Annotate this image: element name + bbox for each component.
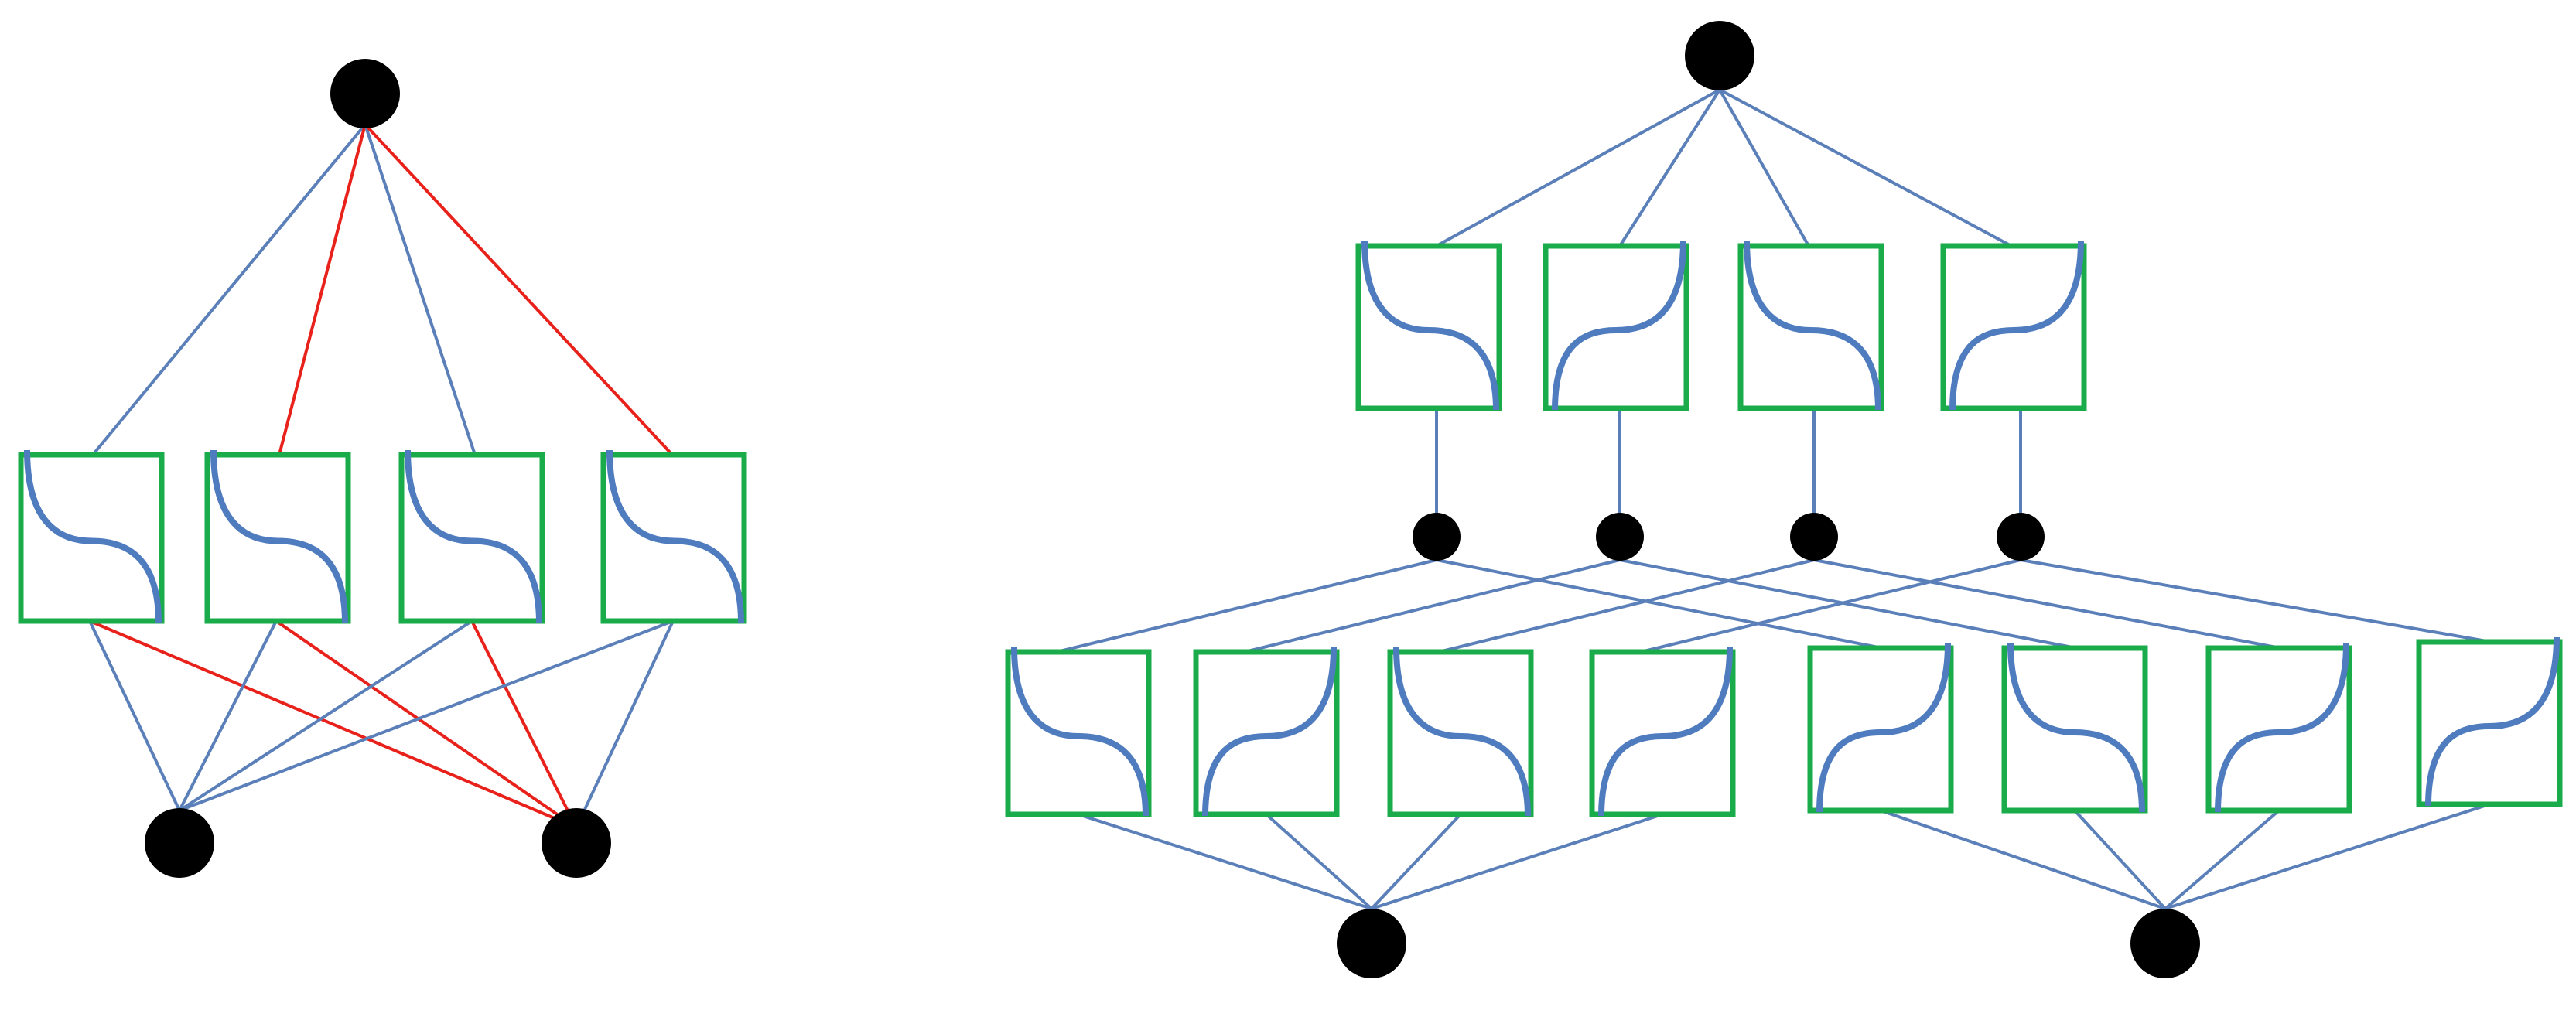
decreasing-sigmoid-curve [1011, 647, 1149, 817]
right-bottom-unit-7 [2416, 636, 2563, 807]
edges-layer [88, 88, 2492, 910]
decreasing-sigmoid-curve [24, 449, 162, 623]
right-bottom-unit-4 [1807, 643, 1954, 814]
left-input-node-0 [145, 808, 214, 878]
decreasing-sigmoid-curve [210, 449, 348, 623]
decreasing-sigmoid-curve [405, 449, 542, 623]
edge-middle-2-to-bottom-2 [1438, 558, 1815, 654]
right-top-unit-2 [1737, 241, 1884, 411]
left-input-node-1 [542, 808, 611, 878]
edge-bottom-4-to-input-1 [1880, 809, 2166, 910]
increasing-sigmoid-curve [1949, 241, 2084, 411]
increasing-sigmoid-curve [1552, 241, 1686, 411]
right-output-node [1685, 21, 1754, 90]
edge-middle-0-to-bottom-0 [1056, 558, 1437, 654]
right-bottom-unit-3 [1589, 647, 1736, 817]
decreasing-sigmoid-curve [1393, 647, 1531, 817]
edge-middle-3-to-bottom-7 [2020, 558, 2492, 643]
edge-unit-0-to-input-1 [89, 619, 577, 829]
increasing-sigmoid-curve [1598, 647, 1733, 817]
edge-bottom-3-to-input-0 [1371, 813, 1663, 910]
right-bottom-unit-1 [1193, 647, 1340, 817]
edge-bottom-7-to-input-1 [2164, 803, 2490, 910]
edge-bottom-5-to-input-1 [2073, 809, 2167, 910]
right-top-unit-0 [1355, 241, 1502, 411]
edge-unit-1-to-input-0 [178, 620, 278, 811]
decreasing-sigmoid-curve [1361, 241, 1499, 411]
edge-middle-1-to-bottom-1 [1244, 558, 1621, 654]
edge-output-to-unit-2 [364, 124, 477, 456]
left-hidden-unit-1 [204, 449, 351, 624]
edge-unit-1-to-input-1 [275, 619, 578, 829]
edge-unit-2-to-input-0 [178, 619, 473, 812]
right-top-unit-3 [1940, 241, 2087, 411]
increasing-sigmoid-curve [2215, 643, 2349, 813]
edge-unit-3-to-input-0 [179, 619, 674, 812]
edge-bottom-0-to-input-0 [1078, 813, 1372, 910]
edge-output-to-unit-1 [278, 124, 367, 456]
edge-right-output-to-unit-1 [1618, 88, 1721, 247]
edge-bottom-1-to-input-0 [1265, 813, 1373, 910]
left-hidden-unit-0 [18, 449, 165, 624]
edge-unit-3-to-input-1 [575, 620, 675, 828]
edge-bottom-6-to-input-1 [2164, 809, 2280, 910]
right-middle-node-3 [1997, 513, 2045, 561]
edge-right-output-to-unit-0 [1436, 88, 1720, 247]
right-top-unit-1 [1543, 241, 1689, 411]
increasing-sigmoid-curve [1816, 643, 1951, 813]
nodes-layer [145, 21, 2200, 978]
edge-middle-2-to-bottom-6 [1813, 558, 2281, 650]
left-output-node [330, 59, 400, 128]
decreasing-sigmoid-curve [606, 449, 744, 623]
right-bottom-unit-6 [2205, 643, 2352, 814]
right-middle-node-0 [1413, 513, 1461, 561]
left-hidden-unit-2 [398, 449, 545, 624]
edge-right-output-to-unit-2 [1718, 89, 1810, 247]
edge-middle-1-to-bottom-5 [1619, 558, 2077, 650]
activation-units-layer [18, 241, 2563, 817]
edge-unit-2-to-input-1 [470, 620, 578, 828]
edge-bottom-2-to-input-0 [1370, 813, 1462, 910]
increasing-sigmoid-curve [2425, 636, 2560, 807]
edge-output-to-unit-0 [91, 123, 367, 456]
right-middle-node-1 [1596, 513, 1644, 561]
edge-output-to-unit-3 [364, 123, 674, 456]
decreasing-sigmoid-curve [1744, 241, 1881, 411]
right-middle-node-2 [1790, 513, 1838, 561]
left-hidden-unit-3 [600, 449, 747, 624]
right-input-node-0 [1337, 909, 1406, 978]
right-input-node-1 [2130, 909, 2200, 978]
right-bottom-unit-2 [1387, 647, 1534, 817]
edge-middle-3-to-bottom-3 [1640, 558, 2021, 654]
right-bottom-unit-5 [2001, 643, 2148, 814]
edge-right-output-to-unit-3 [1719, 88, 2012, 247]
edge-unit-0-to-input-0 [88, 620, 181, 811]
increasing-sigmoid-curve [1202, 647, 1337, 817]
edge-middle-0-to-bottom-4 [1436, 558, 1883, 650]
right-bottom-unit-0 [1005, 647, 1152, 817]
unit-box [1193, 649, 1340, 817]
decreasing-sigmoid-curve [2007, 643, 2145, 813]
